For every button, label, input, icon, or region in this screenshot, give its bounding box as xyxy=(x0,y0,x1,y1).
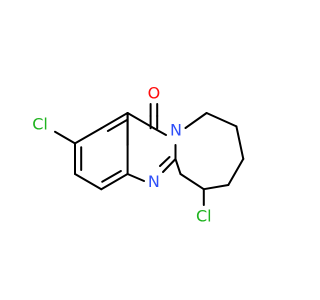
bond-n2-c12a xyxy=(126,173,145,182)
atom-nitrogen-2: N xyxy=(148,172,160,191)
bond-c2-c8 xyxy=(74,127,103,145)
bond-c11-link xyxy=(174,158,182,175)
bond-chcl-c11 xyxy=(179,173,205,191)
atom-labels: O N N Cl Cl xyxy=(32,84,211,226)
bond-c11-n2 xyxy=(162,158,177,173)
atom-chlorine-2: Cl xyxy=(196,207,212,226)
bond-c2-cl1 xyxy=(54,130,76,145)
bond-ch2c-ch2d xyxy=(227,157,245,186)
bond-c8-c8a-inner xyxy=(106,119,128,132)
bond-c9-c8a xyxy=(126,112,155,130)
bond-ch2b-ch2c xyxy=(235,125,245,160)
bond-c12a-c4-inner xyxy=(101,170,122,183)
structure-canvas: O N N Cl Cl xyxy=(32,84,245,226)
atom-chlorine-1: Cl xyxy=(32,115,48,134)
atom-oxygen: O xyxy=(148,84,161,103)
bond-c11-n2-inner xyxy=(159,156,171,167)
atom-nitrogen-1: N xyxy=(170,121,182,140)
bond-c4-c3 xyxy=(74,173,103,191)
bond-c8-c8a xyxy=(100,112,129,130)
bond-n1-ch2a xyxy=(184,112,208,129)
bond-c12a-c4 xyxy=(100,173,129,191)
bond-c9-n1 xyxy=(152,127,167,136)
bond-ch2d-chcl xyxy=(202,184,230,191)
bond-ch2a-ch2b xyxy=(205,112,238,128)
bonds xyxy=(54,103,245,206)
molecule-structure: O N N Cl Cl xyxy=(32,84,245,226)
